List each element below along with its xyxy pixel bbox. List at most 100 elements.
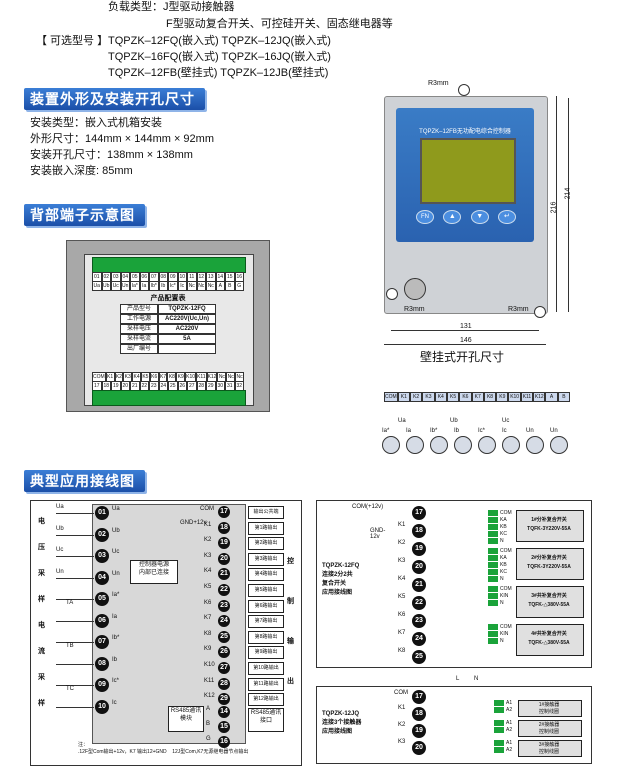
- down-button[interactable]: ▼: [470, 210, 489, 224]
- output-box: 第10路输出: [248, 662, 284, 675]
- rs485-box: RS485通讯 模块: [168, 706, 204, 732]
- strip-lower-label: Ic*: [478, 428, 486, 434]
- right-k: K7: [398, 630, 406, 636]
- right-k: K8: [398, 648, 406, 654]
- output-node: 23: [218, 599, 230, 612]
- switch-pin: KB: [500, 524, 507, 530]
- output-k: K4: [204, 568, 212, 575]
- contactor-name: 1#接触器: [538, 702, 560, 708]
- screen-title: TQPZK–12FB无功配电综合控制器: [419, 129, 511, 135]
- contactor-pin: A1: [506, 740, 513, 746]
- config-key: 产品型号: [120, 304, 158, 314]
- switch-terminal: [488, 548, 498, 554]
- switch-pin: COM: [500, 624, 512, 630]
- strip-terminal: [526, 436, 544, 454]
- side-label: 采: [38, 570, 45, 577]
- dim-131-line: [391, 330, 539, 331]
- config-key: 工作电源: [120, 314, 158, 324]
- strip-lower-label: Un: [526, 428, 534, 434]
- strip-upper-label: Ua: [398, 418, 406, 424]
- output-box: 第4路输出: [248, 568, 284, 582]
- right-node: 18: [412, 524, 426, 538]
- input-wire: [56, 620, 94, 622]
- right-node: 20: [412, 560, 426, 574]
- contactor-pin: A2: [506, 747, 513, 753]
- switch-terminal: [488, 517, 498, 523]
- switch-terminal: [488, 638, 498, 644]
- strip-lower-label: Ia: [406, 428, 412, 434]
- up-button[interactable]: ▲: [443, 210, 462, 224]
- input-label: Ia*: [112, 592, 120, 598]
- switch-pin: KA: [500, 517, 507, 523]
- right-k: K5: [398, 594, 406, 600]
- contactor-pin: A2: [506, 707, 513, 713]
- contactor-terminal: [494, 700, 504, 706]
- l-label: L: [456, 676, 460, 682]
- output-k: K3: [204, 552, 212, 559]
- strip-cell: K9: [496, 392, 509, 402]
- output-k: K10: [204, 662, 215, 668]
- config-value: AC220V(Uc,Un): [158, 314, 216, 324]
- input-wire: [56, 706, 94, 708]
- strip-lower-label: Un: [550, 428, 558, 434]
- input-label: Un: [112, 570, 120, 577]
- terminal-label: Ub: [101, 281, 111, 291]
- com12-label: COM(+12v): [352, 504, 384, 510]
- input-label: Ic*: [112, 678, 120, 684]
- contactor-terminal: [494, 720, 504, 726]
- model-line-1: TQPZK–12FQ(嵌入式) TQPZK–12JQ(嵌入式): [108, 35, 331, 47]
- input-node: 10: [95, 699, 109, 714]
- input-node: 05: [95, 592, 109, 606]
- side-label: 电: [38, 622, 45, 629]
- switch-terminal: [488, 593, 498, 599]
- enter-button[interactable]: ↵: [497, 210, 516, 224]
- output-box: 输出公共端: [248, 506, 284, 519]
- config-value: AC220V: [158, 324, 216, 334]
- comm-k: G: [206, 736, 211, 742]
- n-label: N: [474, 676, 479, 682]
- strip-cell: K10: [508, 392, 521, 402]
- strip-lower-label: Ia*: [382, 428, 390, 434]
- config-value: 5A: [158, 334, 216, 344]
- config-row: 出厂编号: [120, 344, 216, 354]
- contactor-terminal: [494, 740, 504, 746]
- strip-cell: A: [545, 392, 558, 402]
- jq-model-text: TQPZK-12JQ 连接3个接触器 应用接线图: [322, 711, 362, 735]
- right-side-label: 输: [287, 638, 294, 645]
- strip-cell: K1: [397, 392, 410, 402]
- output-node: 19: [218, 537, 230, 550]
- output-box: 第3路输出: [248, 552, 284, 566]
- strip-cell: K7: [471, 392, 484, 402]
- ct-label: TA: [66, 600, 74, 606]
- cable-gland: [404, 278, 426, 300]
- input-label: Ib*: [112, 635, 120, 641]
- comm-box: RS485通讯 接口: [248, 708, 284, 732]
- right-k: K3: [398, 558, 406, 564]
- output-k: K5: [204, 584, 212, 590]
- switch-pin: KC: [500, 531, 507, 537]
- strip-cell: K4: [434, 392, 447, 402]
- side-label: 流: [38, 648, 45, 655]
- comm-k: B: [206, 721, 211, 727]
- output-box: 第9路输出: [248, 646, 284, 660]
- strip-upper-label: Ub: [450, 418, 458, 424]
- strip-cell: K5: [446, 392, 460, 402]
- gnd-label: GND+12v: [180, 520, 207, 526]
- strip-cell: K12: [533, 392, 546, 402]
- embed-depth: 安装嵌入深度: 85mm: [30, 165, 133, 177]
- right-side-label: 出: [287, 678, 294, 685]
- switch-terminal: [488, 562, 498, 568]
- comm-node: 16: [218, 736, 230, 748]
- top-terminal-strip: [92, 257, 246, 273]
- wiring-diagram-right: [316, 500, 592, 668]
- input-label: Ub: [112, 527, 120, 534]
- com-label: COM: [200, 506, 214, 512]
- contactor-coil: 控制线圈: [538, 709, 559, 715]
- jq-k: K1: [398, 705, 406, 711]
- fn-button[interactable]: FN: [416, 210, 434, 224]
- comm-node: 14: [218, 706, 230, 718]
- dim-131: 131: [460, 323, 472, 330]
